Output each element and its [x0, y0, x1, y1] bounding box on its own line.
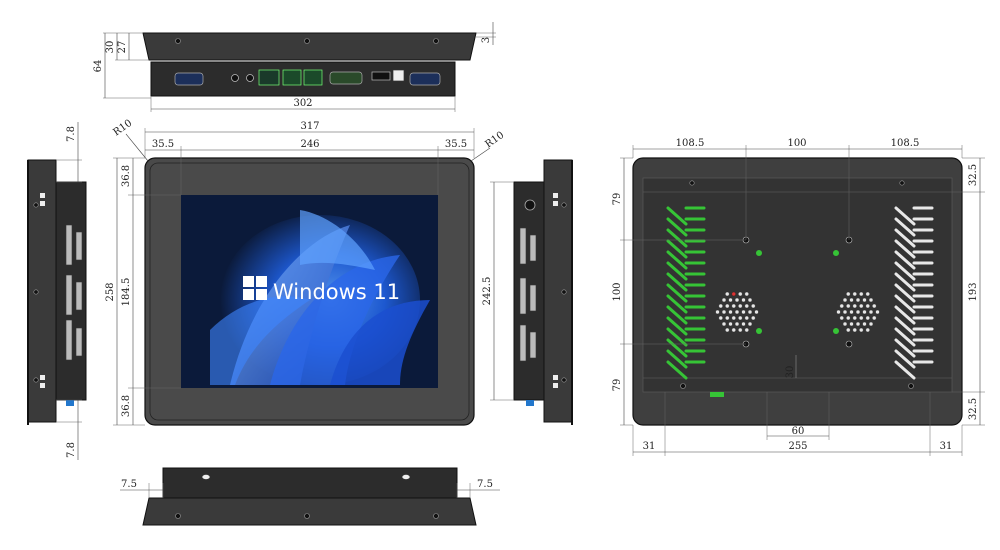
dim-302: 302 [293, 98, 312, 109]
dim-32-5-top: 32.5 [968, 164, 979, 186]
dim-60: 60 [792, 426, 805, 437]
dim-184-5: 184.5 [121, 278, 132, 307]
dim-79-top: 79 [612, 193, 623, 206]
top-screw [175, 38, 181, 44]
bottom-view-flange [142, 497, 477, 526]
top-screw [304, 38, 310, 44]
dim-30: 30 [105, 41, 116, 54]
dim-100-height: 100 [612, 282, 623, 301]
dim-27: 27 [117, 41, 128, 54]
dim-108-5-right: 108.5 [891, 138, 920, 149]
dim-242-5: 242.5 [482, 277, 493, 306]
power-connector-icon [526, 400, 534, 406]
serial-port-icon [329, 71, 363, 85]
bottom-view: 7.5 7.5 [120, 467, 500, 526]
dim-35-5-right: 35.5 [445, 139, 467, 150]
right-side-view: 242.5 [482, 159, 573, 425]
front-view: Windows 11 317 35.5 246 35.5 R10 R10 258… [105, 118, 506, 426]
hdmi-port-icon [371, 71, 391, 81]
left-speaker-grille-icon [715, 291, 759, 333]
right-vent-slots [894, 206, 934, 380]
dim-7-5-right: 7.5 [477, 479, 493, 490]
usb-port-icon [282, 69, 302, 86]
dim-246: 246 [300, 139, 319, 150]
dim-193: 193 [968, 282, 979, 301]
top-view-flange [142, 32, 477, 61]
left-side-view: 7.8 7.8 [27, 122, 87, 460]
right-speaker-grille-icon [836, 291, 880, 333]
dim-258: 258 [105, 282, 116, 301]
bottom-view-body [162, 467, 458, 499]
serial-port-icon [409, 72, 441, 86]
top-screw [433, 38, 439, 44]
left-side-panel [27, 159, 57, 423]
dim-7-8-top: 7.8 [66, 126, 77, 142]
dim-79-bottom: 79 [612, 379, 623, 392]
ethernet-port-icon [258, 69, 280, 86]
right-connectors [519, 227, 537, 362]
dim-31-right: 31 [940, 441, 953, 452]
windows-logo-text: Windows 11 [273, 280, 400, 304]
dim-30-back: 30 [785, 366, 796, 379]
dim-64: 64 [93, 60, 104, 73]
power-connector-icon [66, 400, 74, 406]
dim-3: 3 [481, 37, 492, 43]
power-jack-icon [231, 74, 239, 82]
usb-port-icon [303, 69, 323, 86]
dim-100-width: 100 [787, 138, 806, 149]
dim-31-left: 31 [643, 441, 656, 452]
left-vent-slots [666, 206, 706, 380]
dim-36-8-top: 36.8 [121, 165, 132, 187]
left-connectors [65, 224, 83, 361]
vesa-hole [845, 340, 853, 348]
dim-36-8-bottom: 36.8 [121, 395, 132, 417]
audio-jack-icon [246, 74, 254, 82]
windows-logo-icon [243, 276, 267, 300]
dim-r10-right: R10 [483, 130, 506, 151]
dim-108-5-left: 108.5 [676, 138, 705, 149]
dim-r10-left: R10 [111, 118, 134, 139]
dim-317: 317 [300, 121, 319, 132]
right-side-panel [543, 159, 573, 423]
dim-32-5-bottom: 32.5 [968, 398, 979, 420]
top-view: 64 30 27 3 302 [93, 22, 496, 112]
windows-bloom-wallpaper [210, 210, 430, 385]
right-side-body [513, 181, 545, 401]
dim-35-5-left: 35.5 [152, 139, 174, 150]
dim-7-8-bottom: 7.8 [66, 442, 77, 458]
back-view: 108.5 100 108.5 79 100 79 32.5 193 32.5 … [612, 138, 985, 456]
serial-port-icon [174, 72, 204, 86]
button-icon [392, 69, 405, 82]
dim-255: 255 [788, 441, 807, 452]
dim-7-5-left: 7.5 [121, 479, 137, 490]
